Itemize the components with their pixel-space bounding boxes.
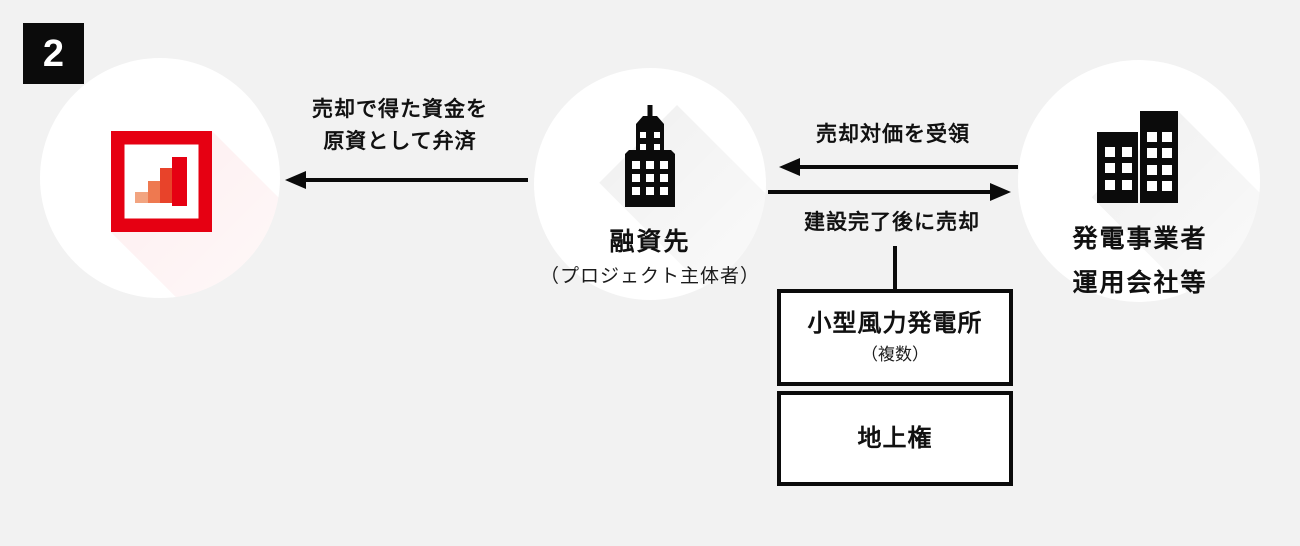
sale-arrowhead-right bbox=[990, 183, 1011, 201]
operator-name-line2: 運用会社等 bbox=[1072, 269, 1208, 297]
sale-flow-label: 建設完了後に売却 bbox=[804, 211, 980, 234]
asset-title: 小型風力発電所 bbox=[807, 309, 983, 337]
receive-payment-arrow-line bbox=[797, 165, 1018, 169]
sale-arrow-line bbox=[768, 190, 992, 194]
repayment-arrow-line bbox=[303, 178, 528, 182]
repayment-flow-label-line2: 原資として弁済 bbox=[323, 130, 477, 153]
repayment-flow-label: 売却で得た資金を 原資として弁済 bbox=[265, 94, 535, 158]
operator-node bbox=[1018, 60, 1260, 302]
repayment-arrowhead-left bbox=[285, 171, 306, 189]
bank-node bbox=[40, 58, 280, 298]
borrower-name: 融資先 bbox=[609, 228, 691, 256]
step-number: 2 bbox=[42, 32, 65, 75]
receive-payment-arrowhead-left bbox=[779, 158, 800, 176]
asset-box-wind-plants: 小型風力発電所 （複数） bbox=[777, 289, 1013, 386]
operator-name-line1: 発電事業者 bbox=[1072, 225, 1208, 253]
receive-payment-flow-label: 売却対価を受領 bbox=[816, 123, 970, 146]
borrower-node bbox=[534, 68, 766, 300]
asset-subtitle: （複数） bbox=[861, 344, 929, 364]
bar-chart-logo-icon bbox=[111, 131, 212, 232]
sale-assets-connector-line bbox=[893, 246, 897, 291]
office-tower-icon bbox=[625, 105, 675, 207]
step-number-badge: 2 bbox=[23, 23, 84, 84]
borrower-qualifier: （プロジェクト主体者） bbox=[539, 266, 760, 287]
twin-buildings-icon bbox=[1097, 111, 1178, 203]
asset-title: 地上権 bbox=[857, 424, 933, 452]
asset-box-surface-rights: 地上権 bbox=[777, 391, 1013, 486]
repayment-flow-label-line1: 売却で得た資金を bbox=[312, 98, 488, 121]
